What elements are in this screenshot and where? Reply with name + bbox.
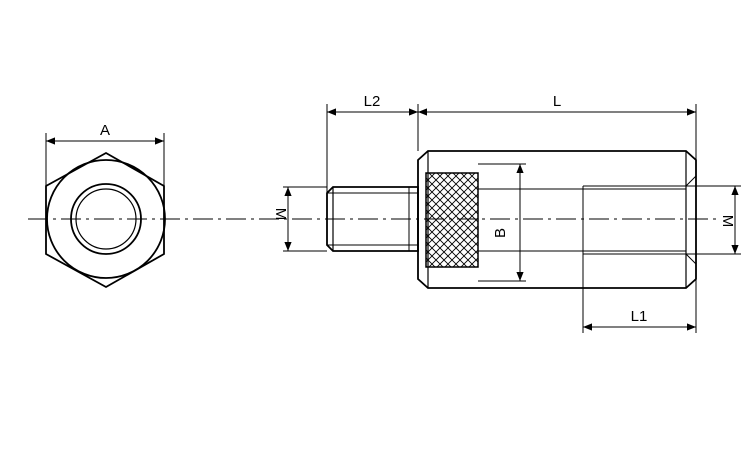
dimension-m-right	[686, 185, 741, 255]
bore-inner-circle	[75, 188, 137, 250]
dimension-m-right-label: M	[719, 215, 736, 228]
bore-outer-circle	[70, 183, 142, 255]
inner-bore	[478, 175, 697, 265]
dimension-m-left	[283, 186, 327, 252]
hexagon-chamfer-circle	[46, 159, 166, 279]
dimension-l2	[326, 104, 419, 193]
dimension-m-left-label: M	[272, 208, 289, 221]
dimension-b-label: B	[492, 228, 509, 238]
dimension-b	[478, 163, 526, 282]
dimension-a	[45, 133, 165, 186]
dimension-l-label: L	[553, 93, 561, 110]
dimension-l1-label: L1	[631, 308, 648, 325]
end-view	[45, 151, 166, 289]
dimension-l2-label: L2	[364, 93, 381, 110]
hexagon-outline	[45, 151, 165, 289]
dimension-l	[418, 104, 697, 160]
dimension-l1	[582, 254, 697, 333]
knurled-insert	[425, 172, 479, 268]
dimension-a-label: A	[100, 122, 110, 139]
